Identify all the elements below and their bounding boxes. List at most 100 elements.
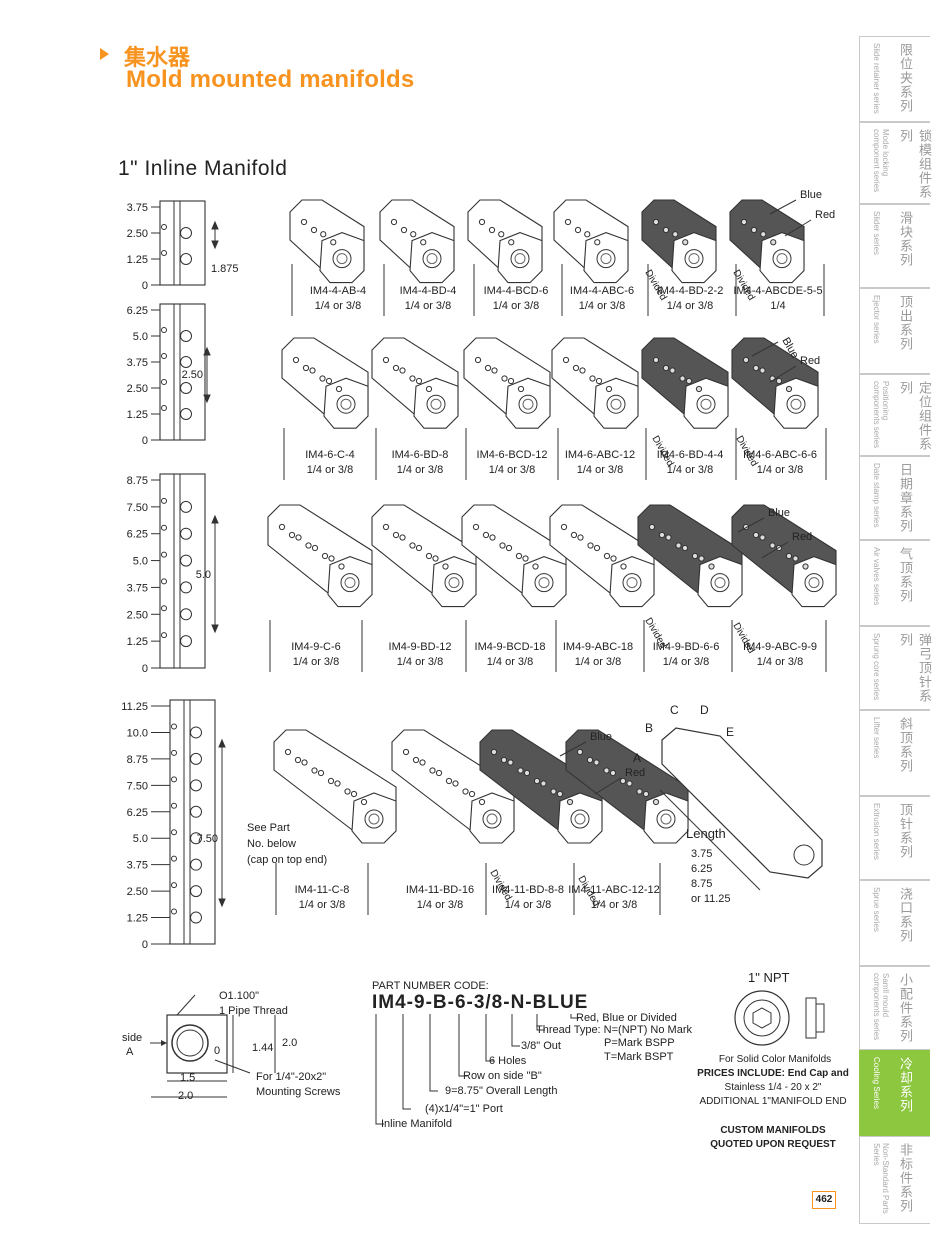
npt-line-2: PRICES INCLUDE: End Cap and: [697, 1068, 849, 1079]
part-code-legend-line: Red, Blue or Divided: [576, 1012, 677, 1024]
row2-part-size: 1/4 or 3/8: [577, 464, 623, 476]
row1-tick-label: 3.75: [127, 202, 148, 214]
sidebar-tab-en: Extrusion series: [872, 803, 881, 860]
row4-tick-label: 1.25: [127, 913, 148, 925]
sidebar-tab-cn: 顶出系列: [898, 295, 913, 351]
row3-manifold-part: [371, 504, 477, 608]
row1-part-name: IM4-4-AB-4: [310, 285, 366, 297]
thread-dia-label: O1.100": [219, 990, 259, 1002]
part-code: IM4-9-B-6-3/8-N-BLUE: [372, 992, 589, 1013]
row2-part-name: IM4-6-BCD-12: [477, 449, 548, 461]
row4-screw-hole: [171, 908, 177, 915]
row4-port-hole: [190, 832, 202, 845]
row2-screw-hole: [161, 327, 167, 333]
row4-red-label: Red: [625, 767, 645, 779]
row2-part-name: IM4-6-C-4: [305, 449, 355, 461]
row3-port-hole: [180, 554, 192, 567]
sidebar-tab-en: Date stamp series: [872, 463, 881, 528]
row2-red-label: Red: [800, 355, 820, 367]
pipe-thread-label: 1 Pipe Thread: [219, 1005, 288, 1017]
row3-part-size: 1/4 or 3/8: [663, 656, 709, 668]
row4-tick-label: 10.0: [127, 727, 148, 739]
row3-screw-hole: [161, 605, 167, 612]
row4-screw-hole: [171, 882, 177, 889]
row3-callout-line: [761, 541, 789, 559]
part-code-legend-line: 3/8" Out: [521, 1040, 561, 1052]
sidebar-tab-cn: 小配件系列: [898, 973, 913, 1043]
row3-tick-label: 5.0: [133, 556, 148, 568]
part-code-legend-line: 6 Holes: [489, 1055, 527, 1067]
row4-part-size: 1/4 or 3/8: [417, 899, 463, 911]
row4-part-size: 1/4 or 3/8: [591, 899, 637, 911]
part-code-legend-line: Thread Type: N=(NPT) No Mark: [536, 1024, 692, 1036]
row2-manifold-part: [641, 337, 729, 429]
sidebar-tab-cn: 锁模组件系列: [898, 129, 932, 199]
row1-port-hole: [180, 227, 192, 239]
row4-part-name: IM4-11-C-8: [295, 884, 350, 896]
sidebar-tab-en: Positioning components series: [872, 381, 890, 449]
sidebar-tab-en: Sprue series: [872, 887, 881, 932]
see-part-label: See Part: [247, 822, 290, 834]
sidebar-tab-en: Non-Standard Parts Series: [872, 1143, 890, 1214]
row1-part-name: IM4-4-BCD-6: [484, 285, 549, 297]
see-part-label: (cap on top end): [247, 854, 327, 866]
row3-blue-label: Blue: [768, 507, 790, 519]
row1-part-size: 1/4 or 3/8: [667, 300, 713, 312]
header-arrow-icon: [100, 48, 109, 60]
sidebar-tab-cn: 日期章系列: [898, 463, 913, 533]
length-value: or 11.25: [691, 893, 731, 905]
row3-screw-hole: [161, 632, 167, 639]
custom-line-1: CUSTOM MANIFOLDS: [720, 1125, 826, 1136]
row4-manifold-part: [565, 729, 689, 844]
row4-tick-label: 5.0: [133, 833, 148, 845]
row4-part-name: IM4-11-ABC-12-12: [568, 884, 660, 896]
sidebar-tab[interactable]: 浇口系列 Sprue series: [859, 880, 930, 966]
row3-tick-label: 6.25: [127, 529, 148, 541]
row2-manifold-part: [371, 337, 459, 429]
row1-tick-label: 1.25: [127, 254, 148, 266]
row2-tick-label: 3.75: [127, 357, 148, 369]
row4-tick-label: 2.50: [127, 886, 148, 898]
row4-manifold-part: [479, 729, 603, 844]
sidebar-tab[interactable]: 日期章系列 Date stamp series: [859, 456, 930, 540]
row2-part-name: IM4-6-BD-4-4: [657, 449, 724, 461]
row2-part-name: IM4-6-BD-8: [392, 449, 449, 461]
row1-part-size: 1/4: [770, 300, 785, 312]
row1-manifold-part: [641, 199, 717, 284]
row2-part-name: IM4-6-ABC-12: [565, 449, 635, 461]
row4-port-hole: [190, 779, 202, 792]
row3-tick-label: 1.25: [127, 636, 148, 648]
sidebar-tab-en: Cooling Series: [872, 1057, 881, 1110]
row2-port-hole: [180, 382, 192, 394]
row2-tick-label: 2.50: [127, 383, 148, 395]
row2-dim-arrow: [203, 346, 211, 356]
sidebar-tab-cn: 弹弓顶针系列: [898, 633, 932, 703]
row2-tick-label: 5.0: [133, 331, 148, 343]
length-value: 8.75: [691, 878, 712, 890]
row3-part-name: IM4-9-BD-6-6: [653, 641, 720, 653]
row3-tick-label: 7.50: [127, 502, 148, 514]
row3-screw-hole: [161, 524, 167, 531]
row4-part-name: IM4-11-BD-16: [406, 884, 474, 896]
row1-part-name: IM4-4-BD-4: [400, 285, 457, 297]
row2-part-size: 1/4 or 3/8: [757, 464, 803, 476]
row3-manifold-part: [637, 504, 743, 608]
row1-part-name: IM4-4-ABCDE-5-5: [733, 285, 822, 297]
face-b-label: B: [645, 721, 653, 735]
row1-callout-line: [769, 199, 797, 215]
section-drawing: [150, 994, 276, 1098]
side-a-label: A: [126, 1046, 134, 1058]
sidebar-tab-cn: 浇口系列: [898, 887, 913, 943]
